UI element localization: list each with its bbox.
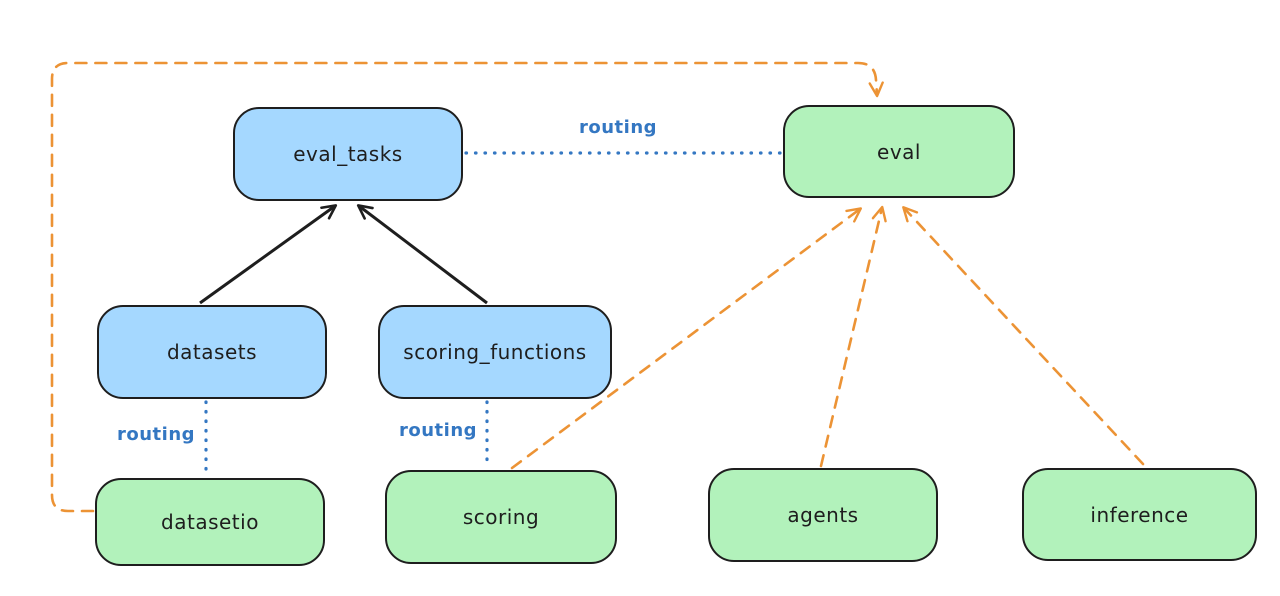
node-datasets: datasets bbox=[97, 305, 327, 399]
edge-datasets-to-eval_tasks bbox=[199, 204, 338, 305]
node-agents: agents bbox=[708, 468, 938, 562]
edge-label-routing-eval: routing bbox=[578, 117, 658, 138]
node-datasetio-label: datasetio bbox=[161, 510, 259, 534]
node-inference: inference bbox=[1022, 468, 1257, 561]
node-datasets-label: datasets bbox=[166, 340, 258, 364]
node-eval-tasks-label: eval_tasks bbox=[293, 142, 403, 166]
node-datasetio: datasetio bbox=[95, 478, 325, 566]
edge-scoring_functions-to-eval_tasks bbox=[356, 204, 488, 305]
node-scoring-functions-label: scoring_functions bbox=[403, 340, 587, 364]
node-agents-label: agents bbox=[787, 503, 859, 527]
node-scoring-label: scoring bbox=[462, 505, 540, 529]
node-scoring-functions: scoring_functions bbox=[378, 305, 612, 399]
node-eval: eval bbox=[783, 105, 1015, 198]
node-inference-label: inference bbox=[1090, 502, 1189, 527]
node-eval-tasks: eval_tasks bbox=[233, 107, 463, 201]
node-scoring: scoring bbox=[385, 470, 617, 564]
edge-inference-to-eval bbox=[902, 206, 1145, 466]
edge-scoring-to-eval bbox=[510, 207, 863, 470]
node-eval-label: eval bbox=[877, 139, 921, 164]
edge-label-routing-scoring: routing bbox=[398, 420, 478, 441]
edge-agents-to-eval bbox=[819, 205, 887, 468]
edge-label-routing-datasetio: routing bbox=[116, 424, 196, 445]
edge-datasetio-to-eval-around bbox=[50, 61, 884, 513]
